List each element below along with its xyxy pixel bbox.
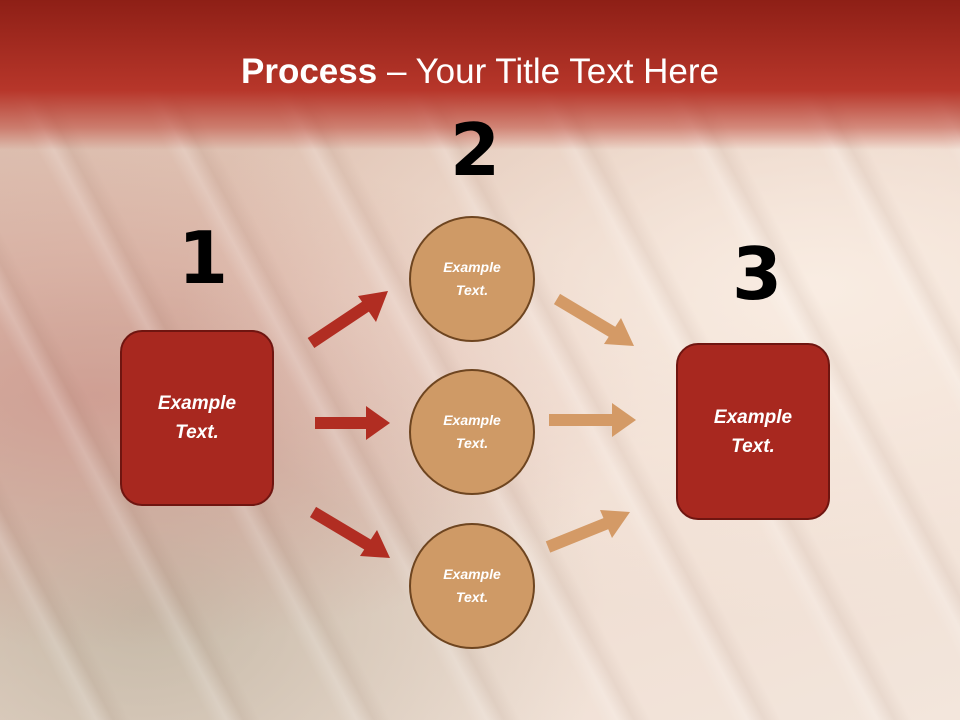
arrow-left-middle <box>315 406 390 440</box>
title-bold: Process <box>241 52 378 91</box>
step1-box-label: Example Text. <box>157 393 237 443</box>
arrow-left-up <box>307 291 388 348</box>
title-rest: – Your Title Text Here <box>377 52 719 91</box>
step2-circle-bottom[interactable]: Example Text. <box>409 523 535 649</box>
arrow-left-down <box>309 506 390 558</box>
header-band <box>0 0 960 150</box>
circle-middle-label: Example Text. <box>443 412 501 451</box>
step1-box[interactable]: Example Text. <box>120 330 274 506</box>
arrow-right-down <box>553 293 634 346</box>
step2-circle-top[interactable]: Example Text. <box>409 216 535 342</box>
step3-box[interactable]: Example Text. <box>676 343 830 520</box>
arrow-right-up <box>545 510 630 553</box>
step-number-3: 3 <box>732 232 783 316</box>
arrow-right-middle <box>549 403 636 437</box>
slide-title: Process – Your Title Text Here <box>0 52 960 92</box>
circle-bottom-label: Example Text. <box>443 566 501 605</box>
step-number-2: 2 <box>450 108 501 192</box>
step-number-1: 1 <box>178 216 229 300</box>
circle-top-label: Example Text. <box>443 259 501 298</box>
step3-box-label: Example Text. <box>713 406 793 457</box>
step2-circle-middle[interactable]: Example Text. <box>409 369 535 495</box>
